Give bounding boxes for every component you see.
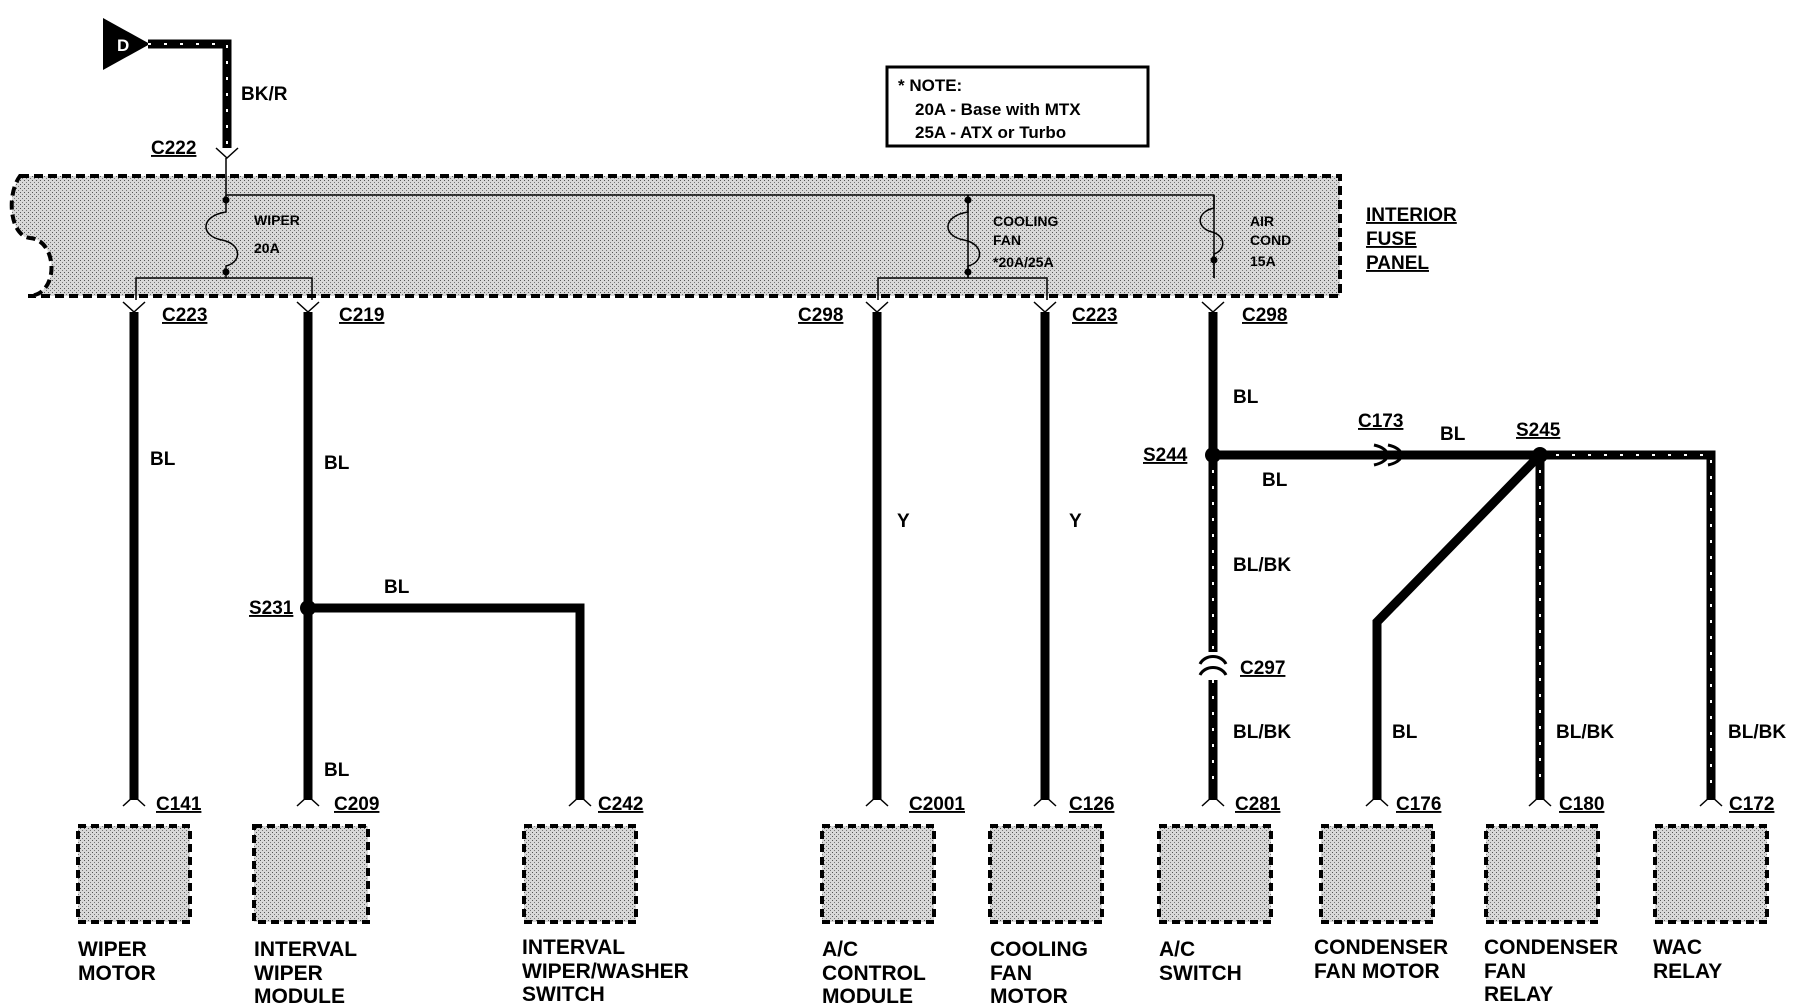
wire-interval-switch-branch — [308, 603, 585, 800]
feed-wire-color: BK/R — [241, 84, 288, 105]
wiper-fuse-icon — [205, 195, 239, 278]
label-ac-switch-1: A/C — [1159, 938, 1195, 961]
connector-c298-b: C298 — [1242, 305, 1287, 326]
label-interval-module-3: MODULE — [254, 985, 345, 1008]
fuse-panel-title-3: PANEL — [1366, 253, 1429, 274]
wire-wac-relay — [1540, 450, 1716, 800]
component-interval-wiper-module — [252, 824, 370, 924]
label-interval-switch-3: SWITCH — [522, 983, 605, 1006]
cooling-fan-fuse-icon — [947, 195, 981, 278]
wire-wac-relay-color: BL/BK — [1728, 722, 1786, 743]
label-condenser-motor-1: CONDENSER — [1314, 936, 1448, 959]
component-interval-switch — [522, 824, 638, 924]
connector-c242: C242 — [598, 794, 643, 815]
connector-c172: C172 — [1729, 794, 1774, 815]
label-cooling-fan-1: COOLING — [990, 938, 1088, 961]
connector-c173: C173 — [1358, 411, 1403, 432]
label-wac-relay-2: RELAY — [1653, 960, 1722, 983]
air-cond-fuse-rating: 15A — [1250, 253, 1276, 269]
label-cooling-fan-3: MOTOR — [990, 985, 1068, 1008]
wire-condenser-motor-color: BL — [1392, 722, 1418, 743]
fuse-panel-title-1: INTERIOR — [1366, 205, 1457, 226]
label-condenser-relay-2: FAN — [1484, 960, 1526, 983]
connector-c219: C219 — [339, 305, 384, 326]
splice-s245: S245 — [1516, 420, 1561, 441]
label-ac-switch-2: SWITCH — [1159, 962, 1242, 985]
label-wac-relay-1: WAC — [1653, 936, 1702, 959]
splice-s244: S244 — [1143, 445, 1188, 466]
air-cond-fuse-icon — [1199, 195, 1224, 278]
connector-c2001: C2001 — [909, 794, 965, 815]
air-cond-fuse-name1: AIR — [1250, 213, 1274, 229]
wire-interval-lower-color: BL — [324, 760, 350, 781]
wire-s245-horiz-color: BL — [1440, 424, 1466, 445]
cooling-fan-fuse-name2: FAN — [993, 232, 1021, 248]
note-box — [885, 65, 1150, 148]
fuse-panel-title-2: FUSE — [1366, 229, 1417, 250]
connector-c126: C126 — [1069, 794, 1114, 815]
interior-fuse-panel — [9, 174, 1342, 298]
connector-c180: C180 — [1559, 794, 1604, 815]
wire-ac-switch-color-upper: BL/BK — [1233, 555, 1291, 576]
wire-cooling-fan-color: Y — [1069, 511, 1082, 532]
note-heading: * NOTE: — [898, 76, 962, 95]
connector-c222: C222 — [151, 138, 196, 159]
connector-c298-a: C298 — [798, 305, 843, 326]
connector-c297-icon — [1198, 655, 1228, 676]
label-interval-switch-2: WIPER/WASHER — [522, 960, 689, 983]
splice-s231-dot — [300, 600, 316, 616]
wiper-fuse-name: WIPER — [254, 212, 300, 228]
note-line-1: 20A - Base with MTX — [915, 100, 1081, 119]
wire-s244-horiz-color: BL — [1262, 470, 1288, 491]
label-condenser-motor-2: FAN MOTOR — [1314, 960, 1440, 983]
splice-s231: S231 — [249, 598, 294, 619]
label-interval-module-2: WIPER — [254, 962, 323, 985]
connector-c141: C141 — [156, 794, 202, 815]
component-wiper-motor — [76, 824, 192, 924]
wire-ac-switch-color-lower: BL/BK — [1233, 722, 1291, 743]
label-ac-control-1: A/C — [822, 938, 858, 961]
label-ac-control-2: CONTROL — [822, 962, 926, 985]
label-cooling-fan-2: FAN — [990, 962, 1032, 985]
connector-c223-a: C223 — [162, 305, 207, 326]
label-ac-control-3: MODULE — [822, 985, 913, 1008]
connector-c173-icon — [1373, 443, 1403, 467]
component-cooling-fan-motor — [988, 824, 1104, 924]
component-wac-relay — [1653, 824, 1769, 924]
wire-condenser-relay-color: BL/BK — [1556, 722, 1614, 743]
component-condenser-fan-motor — [1319, 824, 1435, 924]
splice-s245-dot — [1532, 447, 1548, 463]
label-wiper-motor-1: WIPER — [78, 938, 147, 961]
connector-c223-b: C223 — [1072, 305, 1117, 326]
svg-text:D: D — [117, 36, 129, 55]
label-interval-module-1: INTERVAL — [254, 938, 357, 961]
label-condenser-relay-3: RELAY — [1484, 983, 1553, 1006]
wire-air-cond-feed-color: BL — [1233, 387, 1259, 408]
wire-interval-module-color: BL — [324, 453, 350, 474]
air-cond-fuse-name2: COND — [1250, 232, 1291, 248]
label-condenser-relay-1: CONDENSER — [1484, 936, 1618, 959]
ground-symbol-icon: D — [103, 18, 150, 70]
cooling-fan-fuse-name1: COOLING — [993, 213, 1058, 229]
label-wiper-motor-2: MOTOR — [78, 962, 156, 985]
component-condenser-fan-relay — [1484, 824, 1600, 924]
connector-c297: C297 — [1240, 658, 1285, 679]
connector-c209: C209 — [334, 794, 379, 815]
label-interval-switch-1: INTERVAL — [522, 936, 625, 959]
wire-branch-color: BL — [384, 577, 410, 598]
cooling-fan-fuse-rating: *20A/25A — [993, 254, 1054, 270]
wire-wiper-motor-color: BL — [150, 449, 176, 470]
component-ac-switch — [1157, 824, 1273, 924]
note-line-2: 25A - ATX or Turbo — [915, 123, 1066, 142]
wiper-fuse-rating: 20A — [254, 240, 280, 256]
wire-ac-control-color: Y — [897, 511, 910, 532]
component-ac-control-module — [820, 824, 936, 924]
feed-wire — [148, 39, 232, 148]
connector-c281: C281 — [1235, 794, 1281, 815]
wire-condenser-fan-motor — [1372, 451, 1544, 800]
connector-c176: C176 — [1396, 794, 1441, 815]
